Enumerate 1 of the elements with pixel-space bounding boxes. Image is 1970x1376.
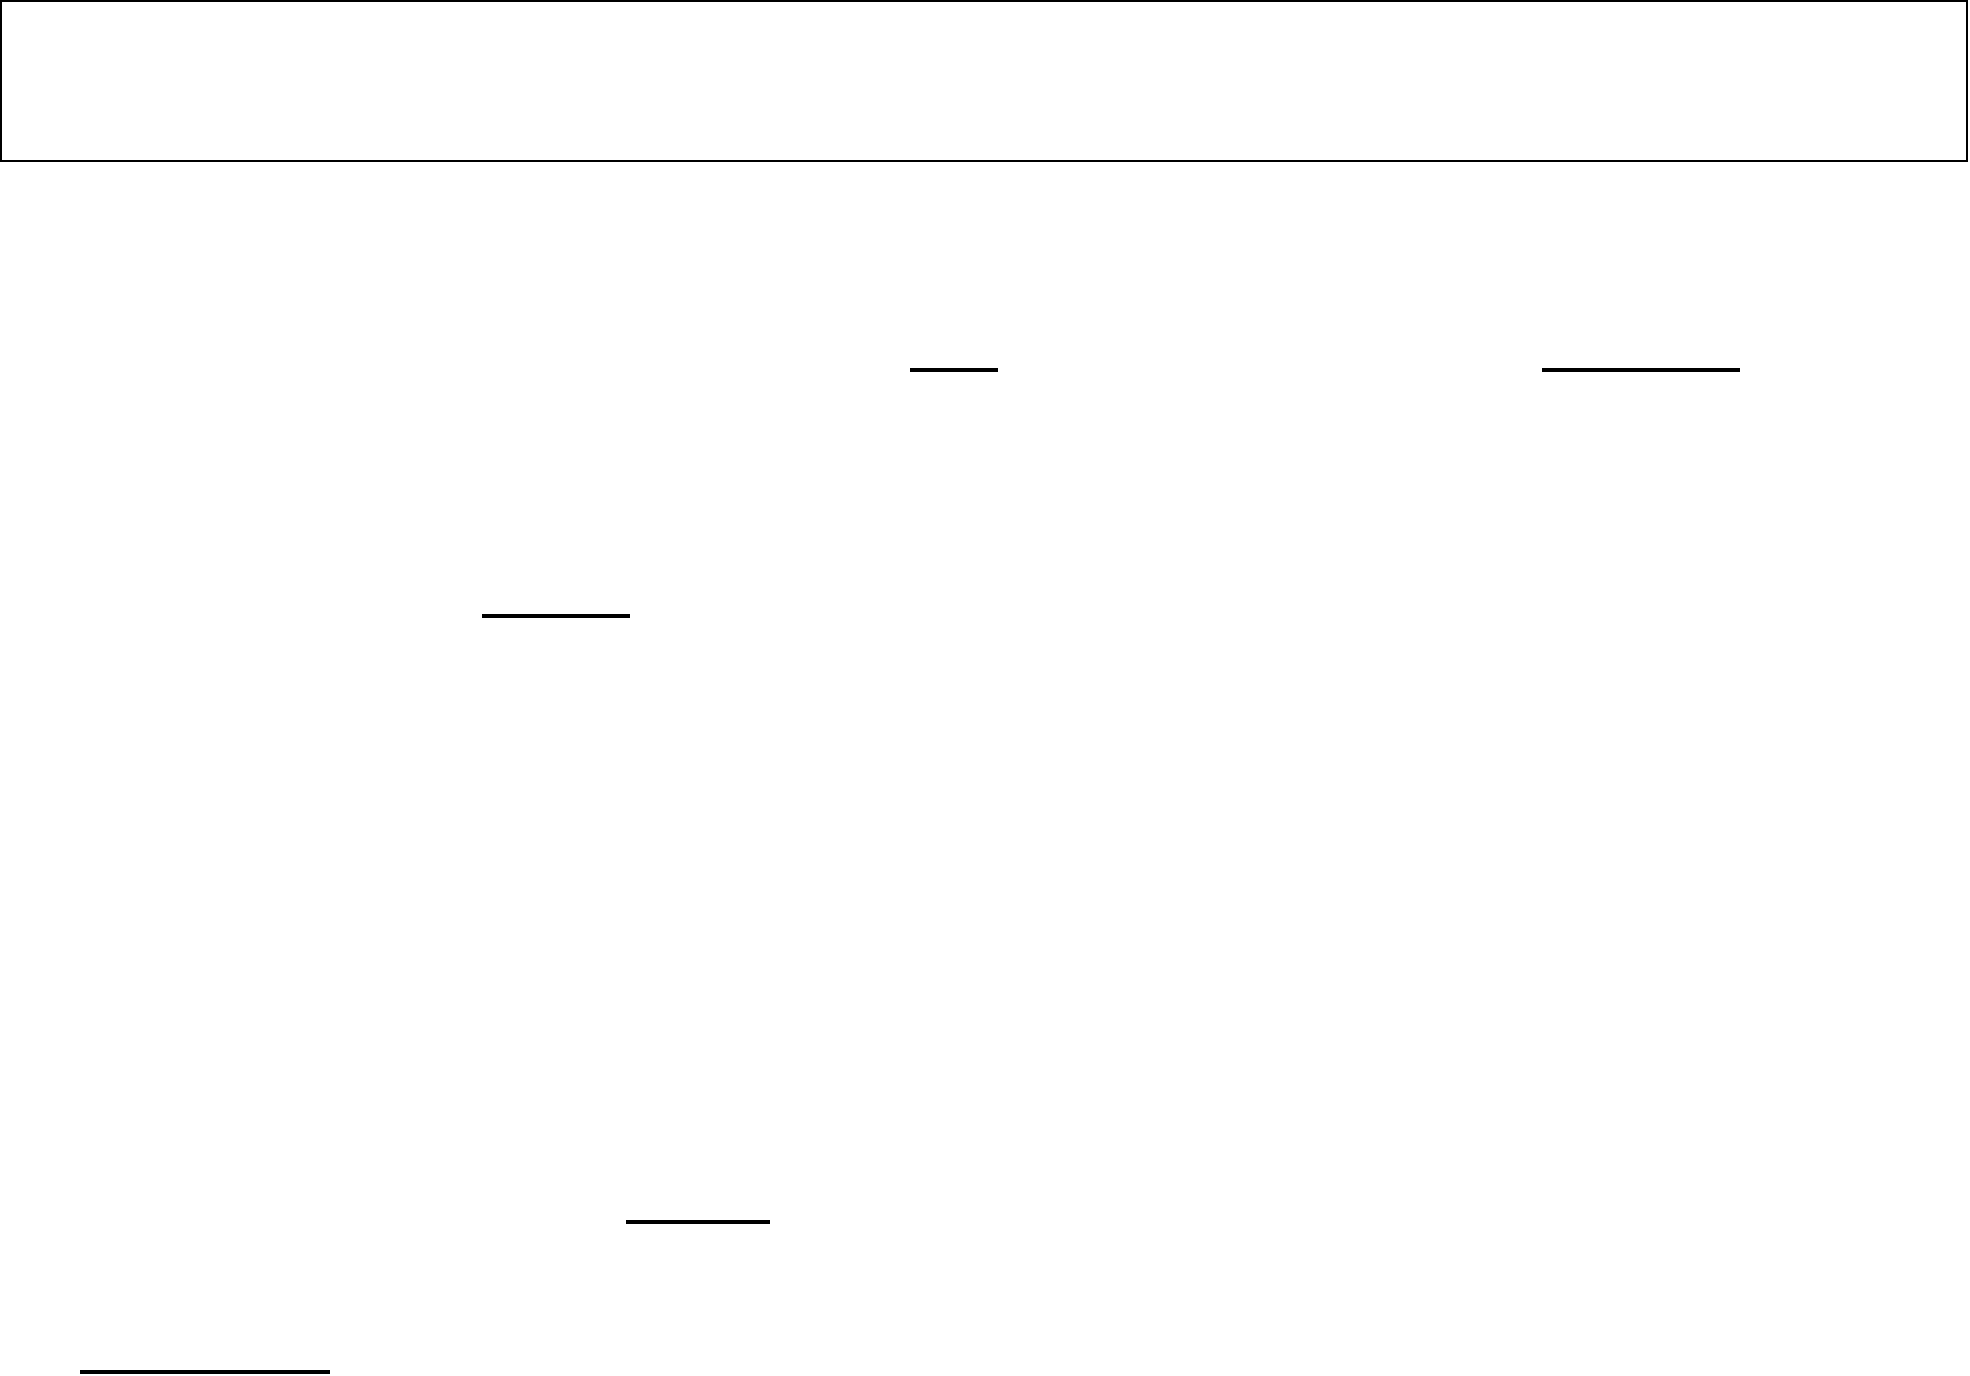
empty-frame — [0, 0, 1968, 162]
